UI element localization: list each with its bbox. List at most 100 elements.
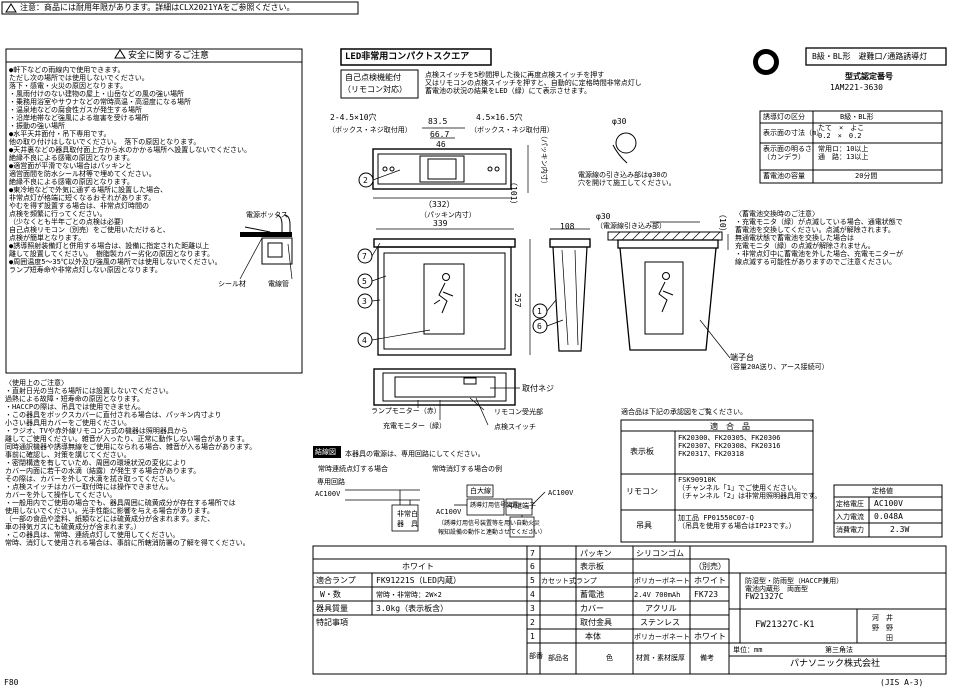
bom-left-label-3: 特記事項 [316, 618, 348, 627]
class-badge: B級・BL形 避難口/通路誘導灯 [812, 52, 928, 61]
callout-5: 5 [362, 277, 367, 286]
self-check-1: 自己点検機能付 [345, 73, 401, 82]
dim-46: 46 [436, 140, 446, 149]
wiring-ac1: AC100V [315, 490, 341, 498]
title-model: FW21327C-K1 [755, 620, 815, 630]
rating-label-1: 入力電流 [836, 513, 864, 521]
company-name: パナソニック株式会社 [790, 659, 881, 669]
inset-label-box: 電源ボックス [246, 211, 288, 219]
lamp-monitor-label: ランプモニター（赤） [371, 407, 441, 415]
compat-label-2: 吊具 [636, 521, 652, 530]
bom-head-name: 部品名 [548, 654, 569, 662]
bom-no-5: 5 [530, 576, 535, 585]
dim-hole-right: 4.5×16.5穴 [476, 113, 523, 122]
class-value-1: たて × よこ 0.2 × 0.2 [818, 124, 865, 140]
bom-left-value-1: 常時・非常時：2W×2 [376, 591, 442, 599]
bom-left-label-2: 器具質量 [316, 604, 348, 613]
wiring-ac2: AC100V [436, 508, 462, 516]
dim-hole-left: 2-4.5×10穴 [330, 113, 377, 122]
bom-no-6: 6 [530, 562, 535, 571]
footer-left: F80 [4, 678, 19, 687]
dim-339: 339 [433, 219, 448, 228]
safety-title: 安全に関するご注意 [128, 51, 210, 61]
compat-items-2: 加工品 FP01550C07-Q（吊具を使用する場合はIP23です。） [678, 514, 796, 530]
approval-number: 1AM221-3630 [830, 83, 883, 92]
bom-head-note: 備考 [700, 654, 714, 662]
callout-1: 1 [537, 307, 542, 316]
dim-hole-left-sub: （ボックス・ネジ取付用） [328, 126, 412, 134]
title-angle: 第三角法 [825, 646, 853, 654]
footer-right: (JIS A-3) [880, 678, 924, 687]
wiring-note: 本器具の電源は、専用回路にしてください。 [345, 450, 485, 458]
dim-hole-right-sub: （ボックス・ネジ取付用） [470, 126, 554, 134]
rating-label-0: 定格電圧 [836, 500, 864, 508]
class-label-1: 表示面の寸法（m） [763, 129, 824, 137]
dim-101: （101） [509, 178, 518, 209]
bom-head-no: 部番 [529, 652, 543, 660]
bom-left-label-0: 適合ランプ [316, 576, 356, 585]
wiring-white-black: 白大線 [470, 487, 491, 495]
inset-label-conduit: 電線管 [268, 280, 289, 288]
compat-header: 適 合 品 [710, 422, 750, 431]
check-switch-label: 点検スイッチ [494, 423, 536, 431]
screw-label: 取付ネジ [522, 384, 554, 393]
bom-no-4: 4 [530, 590, 535, 599]
compat-title: 適合品は下記の承認図をご覧ください。 [621, 408, 747, 416]
wiring-relay: 中継端子 [508, 502, 536, 510]
bom-mat-1: ポリカーボネート [634, 633, 690, 641]
remote-rx-label: リモコン受光部 [494, 408, 543, 416]
wiring-continuous: 常時連続点灯する場合 [318, 465, 388, 473]
callout-4: 4 [362, 336, 367, 345]
wiring-signal: 誘導灯用信号装置 [470, 502, 519, 509]
product-name: LED非常用コンパクトスクエア [345, 52, 470, 62]
bom-left-value-2: 3.0kg（表示板含） [376, 604, 449, 613]
dim-257: 257 [513, 293, 522, 308]
bom-color-6: （別売） [694, 562, 726, 571]
bom-name-7: パッキン [580, 549, 612, 558]
rating-title: 定格値 [872, 487, 893, 495]
rating-value-0: AC100V [874, 499, 903, 508]
bom-head-mat: 材質・素材膜厚 [636, 654, 685, 662]
bom-name-5: カセット式ランプ [541, 577, 597, 585]
terminal-sub: （容量20A送り、アース接続可） [726, 363, 829, 371]
compat-label-1: リモコン [626, 487, 658, 496]
title-name-2: 田 [872, 634, 893, 642]
bom-left-value-0: FK91221S（LED内蔵） [376, 576, 461, 585]
rating-label-2: 消費電力 [836, 526, 864, 534]
dim-66: 66.7 [430, 130, 450, 139]
compat-label-0: 表示板 [630, 447, 654, 456]
bom-color-5: ホワイト [694, 576, 726, 585]
dim-332: （332） [424, 200, 455, 209]
bom-no-1: 1 [530, 632, 535, 641]
bom-mat-4: 2.4V 700mAh [634, 591, 681, 599]
callout-2: 2 [363, 176, 368, 185]
wiring-footnote-1: （誘導灯用信号装置等を用い自動火災 [438, 520, 541, 527]
dim-packing2: （パッキン内寸） [420, 211, 476, 219]
wiring-emerg-1: 非常白 [397, 510, 418, 518]
bom-no-7: 7 [530, 549, 535, 558]
bom-no-3: 3 [530, 604, 535, 613]
class-value-0: B級・BL形 [840, 113, 874, 121]
dim-83: 83.5 [428, 117, 448, 126]
wiring-off-example: 常時消灯する場合の例 [432, 465, 502, 473]
wiring-ac3: AC100V [548, 489, 574, 497]
header-notice: 注意：商品には耐用年限があります。詳細はCLX2021YAをご参照ください。 [20, 3, 295, 12]
bom-left-label-1: W・数 [320, 590, 341, 599]
terminal-label: 端子台 [730, 353, 754, 362]
charge-monitor-label: 充電モニター（緑） [383, 422, 446, 430]
wiring-footnote-2: 報知設備の動作と連動させてください） [438, 529, 546, 536]
title-name-0: 河 井 [872, 614, 893, 622]
bom-name-1: 本体 [585, 632, 601, 641]
inset-label-seal: シール材 [218, 280, 246, 288]
bom-mat-7: シリコンゴム [636, 549, 684, 558]
dim-108: 108 [560, 222, 575, 231]
callout-3: 3 [362, 297, 367, 306]
self-check-2: （リモコン対応） [343, 85, 407, 94]
battery-notes: 〈蓄電池交換時のご注意〉・充電モニタ（緑）が点滅している場合、通電状態で 蓄電池… [735, 210, 903, 266]
callout-6: 6 [537, 322, 542, 331]
bom-color-1: ホワイト [694, 632, 726, 641]
bom-head-color: 色 [606, 654, 613, 662]
title-name-1: 野 野 [872, 624, 893, 632]
dim-10: （10） [718, 210, 727, 236]
